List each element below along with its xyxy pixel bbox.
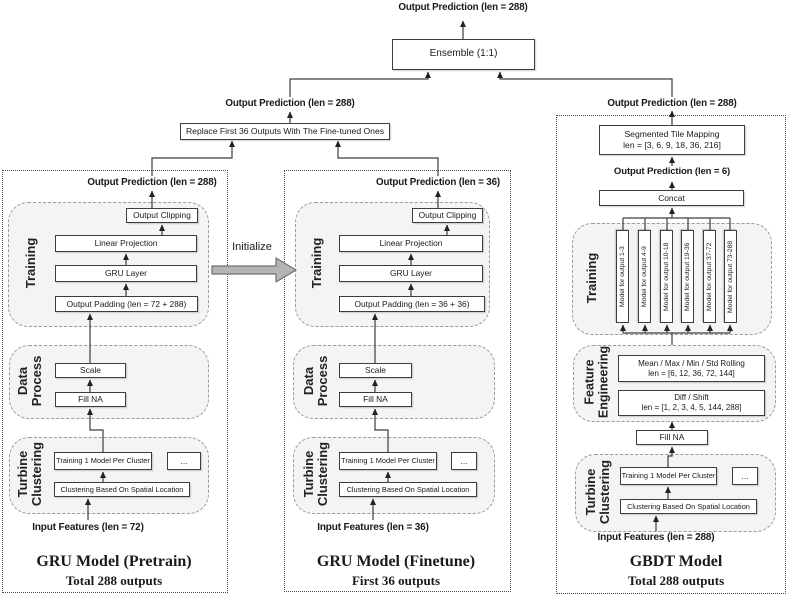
finetune-input-label: Input Features (len = 36)	[317, 522, 429, 533]
pretrain-turbine-clustering-section	[9, 437, 209, 514]
gbdt-output-label: Output Prediction (len = 288)	[607, 98, 737, 109]
gbdt-concat-box: Concat	[599, 190, 744, 206]
finetune-output-label: Output Prediction (len = 36)	[376, 177, 500, 188]
pretrain-train-per-cluster-box: Training 1 Model Per Cluster	[54, 452, 152, 470]
finetune-title: GRU Model (Finetune)	[316, 553, 476, 570]
pretrain-clustering-box: Clustering Based On Spatial Location	[54, 482, 190, 497]
gbdt-model-box-3: Model for output 10-18	[660, 230, 673, 323]
finetune-linear-projection-box: Linear Projection	[339, 235, 483, 252]
gbdt-more-clusters-box: ...	[732, 467, 758, 485]
gbdt-model-box-1: Model for output 1-3	[616, 230, 629, 323]
pretrain-input-label: Input Features (len = 72)	[32, 522, 144, 533]
pretrain-fill-na-box: Fill NA	[55, 392, 126, 407]
finetune-train-per-cluster-box: Training 1 Model Per Cluster	[339, 452, 437, 470]
diff-line2: len = [1, 2, 3, 4, 5, 144, 288]	[641, 403, 742, 412]
gbdt-clustering-box: Clustering Based On Spatial Location	[620, 499, 757, 514]
gbdt-segmented-tile-mapping-box: Segmented Tile Mapping len = [3, 6, 9, 1…	[599, 125, 745, 155]
finetune-subtitle: First 36 outputs	[351, 573, 441, 588]
pretrain-scale-box: Scale	[55, 363, 126, 378]
gbdt-model-box-4: Model for output 19-36	[681, 230, 694, 323]
rolling-line2: len = [6, 12, 36, 72, 144]	[648, 368, 735, 378]
gbdt-training-label: Training	[583, 252, 599, 304]
rolling-line1: Mean / Max / Min / Std Rolling	[638, 358, 745, 368]
initialize-label: Initialize	[232, 241, 272, 253]
gbdt-fill-na-box: Fill NA	[636, 430, 708, 445]
finetune-turbine-clustering-section	[293, 437, 495, 514]
ensemble-box: Ensemble (1:1)	[392, 39, 535, 70]
segmented-tile-mapping-line2: len = [3, 6, 9, 18, 36, 216]	[623, 140, 721, 150]
gbdt-train-per-cluster-box: Training 1 Model Per Cluster	[620, 467, 717, 485]
gbdt-feature-engineering-label: Feature Engineering	[582, 345, 611, 419]
gbdt-model-box-6: Model for output 73-288	[724, 230, 737, 323]
merged-output-label: Output Prediction (len = 288)	[225, 98, 355, 109]
pretrain-turbine-clustering-label: Turbine Clustering	[14, 441, 44, 507]
finetune-more-clusters-box: ...	[451, 452, 477, 470]
pretrain-output-label: Output Prediction (len = 288)	[87, 177, 217, 188]
pretrain-linear-projection-box: Linear Projection	[55, 235, 197, 252]
gbdt-model-box-2: Model for output 4-9	[638, 230, 651, 323]
gbdt-mid-output-label: Output Prediction (len = 6)	[613, 166, 731, 177]
pretrain-title: GRU Model (Pretrain)	[36, 553, 192, 570]
gbdt-input-label: Input Features (len = 288)	[597, 532, 715, 543]
pretrain-output-clipping-box: Output Clipping	[126, 208, 198, 223]
finetune-turbine-clustering-label: Turbine Clustering	[300, 441, 330, 507]
pretrain-subtitle: Total 288 outputs	[65, 573, 163, 588]
diff-line1: Diff / Shift	[674, 393, 709, 402]
finetune-clustering-box: Clustering Based On Spatial Location	[339, 482, 477, 497]
segmented-tile-mapping-line1: Segmented Tile Mapping	[624, 129, 720, 140]
replace-outputs-box: Replace First 36 Outputs With The Fine-t…	[180, 123, 390, 140]
pretrain-more-clusters-box: ...	[167, 452, 201, 470]
final-output-label: Output Prediction (len = 288)	[398, 2, 528, 13]
pretrain-training-label: Training	[22, 237, 38, 289]
finetune-training-label: Training	[308, 237, 324, 289]
gbdt-title: GBDT Model	[629, 553, 723, 570]
initialize-arrow	[211, 257, 297, 283]
finetune-output-padding-box: Output Padding (len = 36 + 36)	[339, 296, 485, 312]
finetune-fill-na-box: Fill NA	[339, 392, 412, 407]
gbdt-rolling-box: Mean / Max / Min / Std Rolling len = [6,…	[618, 355, 765, 382]
pretrain-gru-layer-box: GRU Layer	[55, 265, 197, 282]
gbdt-diff-shift-box: Diff / Shift len = [1, 2, 3, 4, 5, 144, …	[618, 390, 765, 416]
gbdt-subtitle: Total 288 outputs	[627, 573, 725, 588]
finetune-scale-box: Scale	[339, 363, 412, 378]
gbdt-model-box-5: Model for output 37-72	[703, 230, 716, 323]
finetune-gru-layer-box: GRU Layer	[339, 265, 483, 282]
finetune-output-clipping-box: Output Clipping	[412, 208, 483, 223]
pretrain-output-padding-box: Output Padding (len = 72 + 288)	[55, 296, 198, 312]
